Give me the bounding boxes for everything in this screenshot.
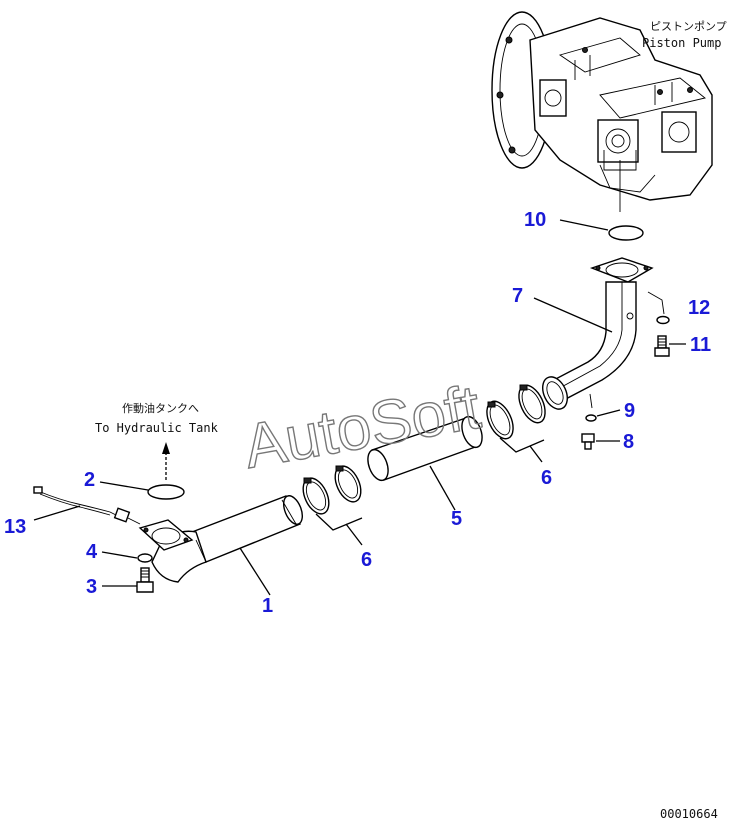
callout-8: 8 xyxy=(623,431,634,453)
plug-8 xyxy=(581,433,620,450)
sensor-harness-13 xyxy=(33,486,141,525)
suction-pipe-1 xyxy=(138,495,304,596)
washer-12 xyxy=(647,291,670,325)
bolt-3 xyxy=(102,567,154,593)
bolt-11 xyxy=(654,335,686,357)
o-ring-2 xyxy=(99,481,185,500)
callout-7: 7 xyxy=(512,285,523,307)
hose-clamps-6-lower xyxy=(302,465,363,546)
callout-11: 11 xyxy=(690,334,711,356)
o-ring-10 xyxy=(559,219,644,241)
callout-13: 13 xyxy=(4,516,26,538)
callout-10: 10 xyxy=(524,209,546,231)
callout-2: 2 xyxy=(84,469,95,491)
callout-6-upper: 6 xyxy=(541,467,552,489)
tank-label-jp: 作動油タンクへ xyxy=(122,401,199,415)
hose-clamps-6-upper xyxy=(486,384,546,463)
callout-4: 4 xyxy=(86,541,98,563)
callout-6-lower: 6 xyxy=(361,549,372,571)
pump-label-en: Piston Pump xyxy=(642,36,721,50)
washer-4 xyxy=(101,551,153,563)
drawing-number: 00010664 xyxy=(660,807,718,821)
pump-label-jp: ピストンポンプ xyxy=(650,20,727,33)
piston-pump xyxy=(491,11,713,212)
watermark: AutoSoft xyxy=(239,373,485,482)
callout-12: 12 xyxy=(688,297,710,319)
tank-label-en: To Hydraulic Tank xyxy=(95,421,219,435)
hose-5 xyxy=(367,415,483,511)
suction-elbow-7 xyxy=(533,257,654,410)
callout-3: 3 xyxy=(86,576,97,598)
flow-arrow-to-tank xyxy=(162,442,170,480)
callout-5: 5 xyxy=(451,508,462,530)
callout-1: 1 xyxy=(262,595,273,617)
callout-9: 9 xyxy=(624,400,635,422)
o-ring-9 xyxy=(585,409,621,422)
